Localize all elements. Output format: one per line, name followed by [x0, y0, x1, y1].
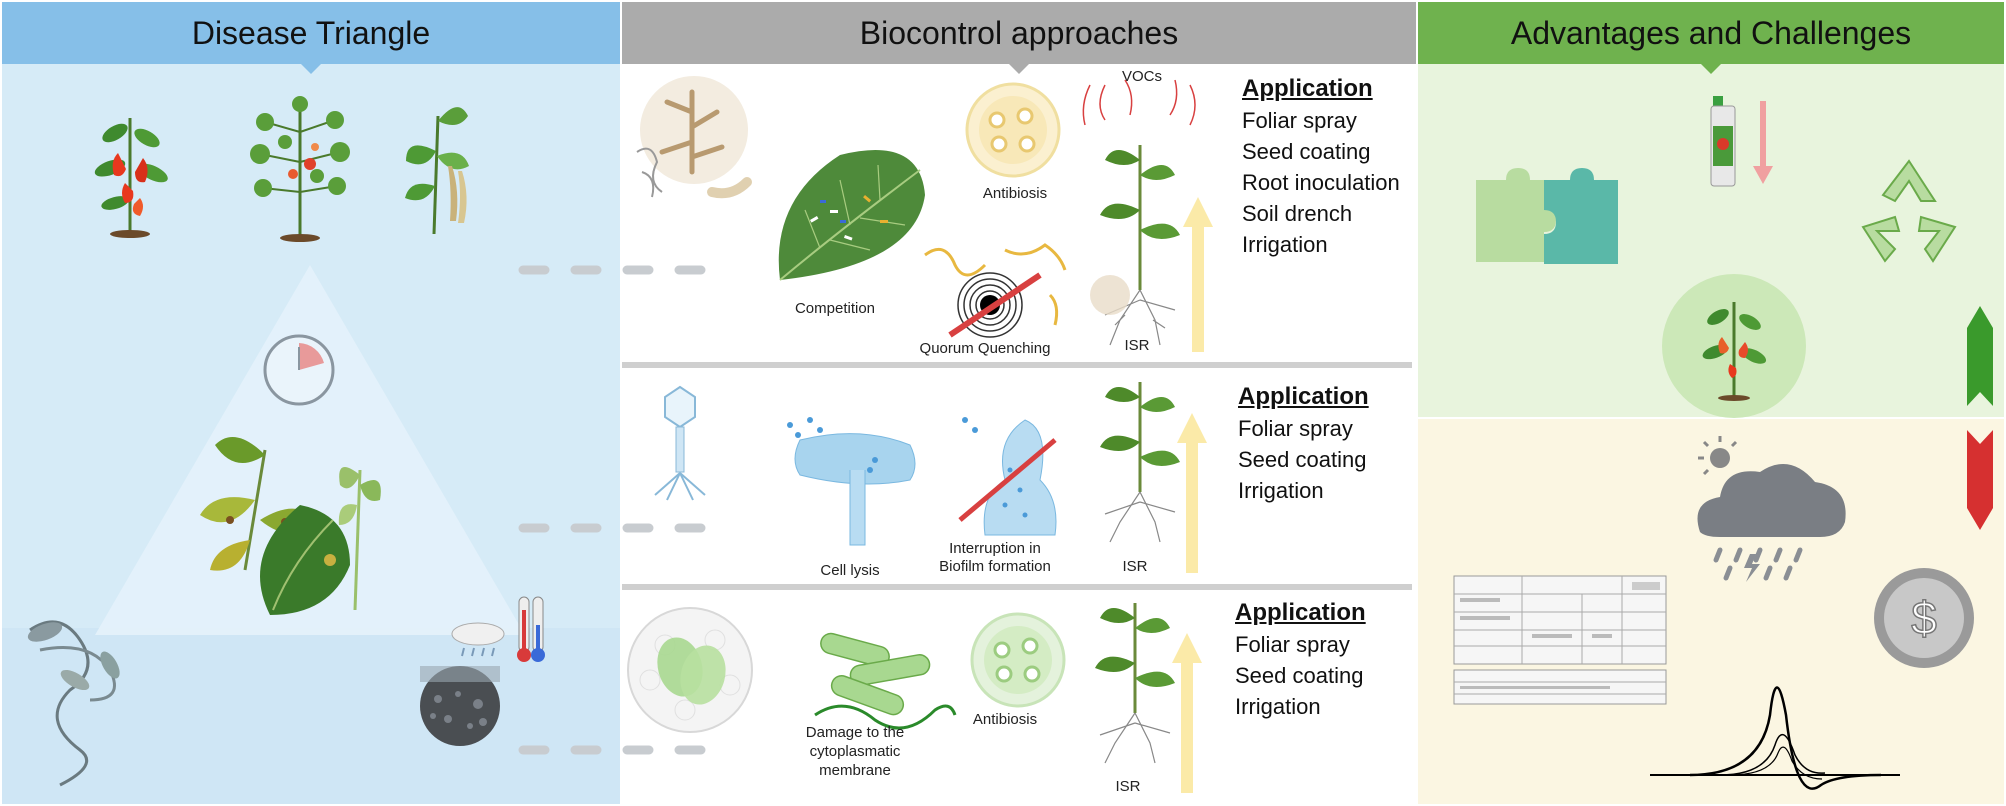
- biofilm-icon: [958, 417, 1057, 536]
- pathogen-icon: [27, 620, 120, 787]
- isr-label-1: ISR: [1124, 337, 1150, 354]
- connector-dashes: [518, 265, 723, 755]
- isr-label-2: ISR: [1122, 558, 1148, 575]
- application-title-2: Application: [1238, 383, 1369, 410]
- application-item: Foliar spray: [1238, 416, 1353, 441]
- svg-text:$: $: [1911, 592, 1937, 644]
- damage-label-1: Damage to the: [805, 724, 905, 741]
- header-left-notch: [301, 64, 321, 74]
- cell-lysis-label: Cell lysis: [820, 562, 880, 579]
- application-item: Root inoculation: [1242, 170, 1400, 195]
- membrane-damage-icon: [814, 632, 957, 730]
- clock-icon: [263, 334, 335, 406]
- pepper-plant-circle-icon: [1662, 274, 1806, 418]
- biofilm-label-2: Biofilm formation: [939, 558, 1051, 575]
- application-item: Seed coating: [1238, 447, 1367, 472]
- isr-arrow-icon-2: [1177, 413, 1207, 573]
- damage-label-3: membrane: [819, 762, 891, 779]
- antibiosis-plate-icon: [965, 82, 1061, 178]
- competition-leaf-icon: [778, 150, 925, 281]
- application-item: Foliar spray: [1235, 632, 1350, 657]
- weather-icon: [1697, 436, 1846, 582]
- soil-icon: [420, 666, 500, 746]
- header-left-title: Disease Triangle: [191, 14, 431, 51]
- application-item: Seed coating: [1242, 139, 1371, 164]
- application-item: Foliar spray: [1242, 108, 1357, 133]
- header-right-notch: [1701, 64, 1721, 74]
- header-advantages: Advantages and Challenges: [1418, 2, 2004, 74]
- biofilm-label-1: Interruption in: [949, 540, 1041, 557]
- vocs-arrows-icon: [1082, 79, 1196, 126]
- thermometer-icon: [517, 596, 545, 662]
- application-item: Soil drench: [1242, 201, 1353, 226]
- row-separator-1: [622, 362, 1412, 368]
- bacteriophage-icon: [654, 385, 706, 501]
- quorum-quenching-icon: [924, 243, 1067, 338]
- cell-lysis-icon: [787, 417, 916, 546]
- antibiosis-label-1: Antibiosis: [982, 185, 1048, 202]
- quorum-quenching-label: Quorum Quenching: [919, 340, 1051, 357]
- pepper-plant-icon: [94, 118, 168, 238]
- application-item: Irrigation: [1238, 478, 1324, 503]
- challenge-arrow-icon: [1967, 430, 1993, 530]
- advantage-arrow-icon: [1967, 306, 1993, 406]
- fungal-cell-icon: [627, 607, 753, 733]
- recycle-icon: [1861, 159, 1957, 263]
- diseased-plant-icon: [200, 437, 381, 615]
- application-title-3: Application: [1235, 599, 1366, 626]
- isr-label-3: ISR: [1115, 778, 1141, 795]
- application-title-1: Application: [1242, 75, 1373, 102]
- header-disease-triangle: Disease Triangle: [2, 2, 620, 74]
- document-icon: [1453, 575, 1667, 705]
- application-item: Irrigation: [1242, 232, 1328, 257]
- fungi-culture-icon: [636, 76, 752, 199]
- isr-plant-icon-3: [1095, 603, 1175, 764]
- isr-plant-icon-1: [1090, 145, 1180, 346]
- bean-plant-icon: [405, 107, 469, 235]
- damage-label-2: cytoplasmatic: [809, 743, 901, 760]
- disease-triangle: [95, 265, 525, 635]
- competition-label: Competition: [794, 300, 876, 317]
- isr-arrow-icon-3: [1172, 633, 1202, 793]
- isr-plant-icon-2: [1100, 382, 1180, 543]
- vocs-label: VOCs: [1121, 68, 1162, 85]
- header-middle-title: Biocontrol approaches: [859, 14, 1179, 51]
- antibiosis-label-2: Antibiosis: [972, 711, 1038, 728]
- header-biocontrol: Biocontrol approaches: [622, 2, 1416, 74]
- pesticide-bottle-icon: [1710, 96, 1773, 187]
- tomato-plant-icon: [250, 96, 350, 242]
- cloud-rain-icon: [451, 622, 505, 657]
- puzzle-icon: [1476, 168, 1618, 264]
- dollar-coin-icon: $: [1874, 568, 1974, 668]
- application-item: Seed coating: [1235, 663, 1364, 688]
- curve-icon: [1650, 686, 1900, 790]
- row-separator-2: [622, 584, 1412, 590]
- isr-arrow-icon-1: [1183, 197, 1213, 352]
- antibiosis-plate-icon-green: [970, 612, 1066, 708]
- header-right-title: Advantages and Challenges: [1510, 14, 1912, 51]
- application-item: Irrigation: [1235, 694, 1321, 719]
- header-middle-notch: [1009, 64, 1029, 74]
